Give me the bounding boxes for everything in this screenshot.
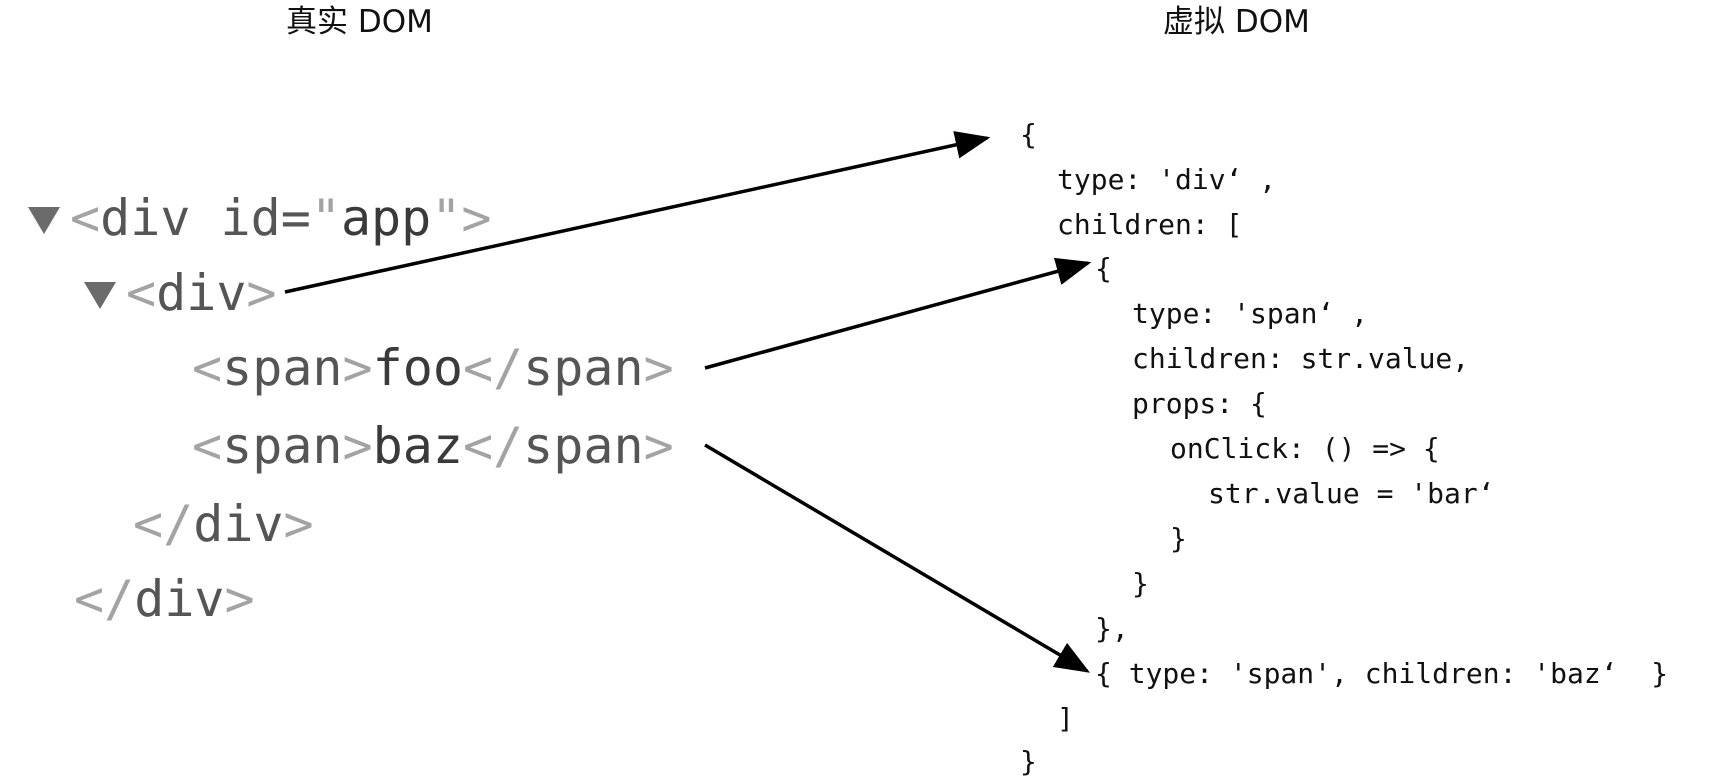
tag-bracket: <	[126, 264, 157, 322]
vdom-line: }	[1132, 567, 1149, 600]
attr-quote: "	[310, 189, 341, 247]
real-dom-line-div: <div>	[126, 263, 277, 323]
vdom-line: { type: 'span', children: 'baz‘ }	[1095, 657, 1669, 690]
tag-bracket: <	[192, 417, 223, 475]
attr-name: id=	[220, 189, 311, 247]
tag-bracket: <	[192, 339, 223, 397]
arrow-foo-span-to-object	[704, 257, 1092, 370]
real-dom-line-div-close: </div>	[133, 494, 314, 554]
tag-bracket: >	[283, 495, 314, 553]
tag-bracket: >	[246, 264, 277, 322]
real-dom-line-div-app: <div id="app">	[70, 188, 491, 248]
vdom-line: children: [	[1057, 208, 1243, 241]
tag-name: div	[134, 570, 225, 628]
tag-bracket: >	[342, 417, 373, 475]
tag-name: div	[193, 495, 284, 553]
vdom-line: type: 'div‘ ,	[1057, 163, 1277, 196]
vdom-line: type: 'span‘ ,	[1132, 297, 1369, 330]
tag-bracket: >	[643, 417, 674, 475]
vdom-line: str.value = 'bar‘	[1208, 477, 1495, 510]
real-dom-line-span-baz: <span>baz</span>	[192, 416, 674, 476]
expand-triangle-icon[interactable]	[28, 207, 60, 234]
vdom-line: {	[1020, 118, 1037, 151]
tag-name: div	[156, 264, 247, 322]
text-node: baz	[372, 417, 463, 475]
vdom-line: ]	[1057, 702, 1074, 735]
tag-bracket: </	[133, 495, 194, 553]
vdom-line: }	[1170, 522, 1187, 555]
tag-bracket: >	[461, 189, 492, 247]
real-dom-title: 真实 DOM	[286, 4, 433, 40]
vdom-line: onClick: () => {	[1170, 432, 1440, 465]
expand-triangle-icon[interactable]	[84, 282, 116, 309]
tag-name: span	[222, 339, 343, 397]
tag-name: span	[222, 417, 343, 475]
arrow-baz-span-to-object	[704, 443, 1091, 673]
tag-bracket: </	[462, 417, 524, 475]
vdom-line: }	[1020, 745, 1037, 778]
tag-name: span	[523, 339, 644, 397]
vdom-line: props: {	[1132, 387, 1267, 420]
tag-bracket: >	[643, 339, 674, 397]
attr-quote: "	[431, 189, 462, 247]
virtual-dom-title: 虚拟 DOM	[1163, 4, 1310, 40]
tag-bracket: </	[74, 570, 135, 628]
tag-name: span	[523, 417, 644, 475]
real-dom-line-div-app-close: </div>	[74, 569, 255, 629]
tag-name: div	[100, 189, 221, 247]
text-node: foo	[372, 339, 463, 397]
tag-bracket: >	[342, 339, 373, 397]
vdom-line: },	[1095, 612, 1129, 645]
vdom-line: {	[1095, 252, 1112, 285]
vdom-line: children: str.value,	[1132, 342, 1470, 375]
tag-bracket: >	[224, 570, 255, 628]
tag-bracket: <	[70, 189, 101, 247]
tag-bracket: </	[462, 339, 524, 397]
real-dom-line-span-foo: <span>foo</span>	[192, 338, 674, 398]
attr-value: app	[340, 189, 432, 247]
